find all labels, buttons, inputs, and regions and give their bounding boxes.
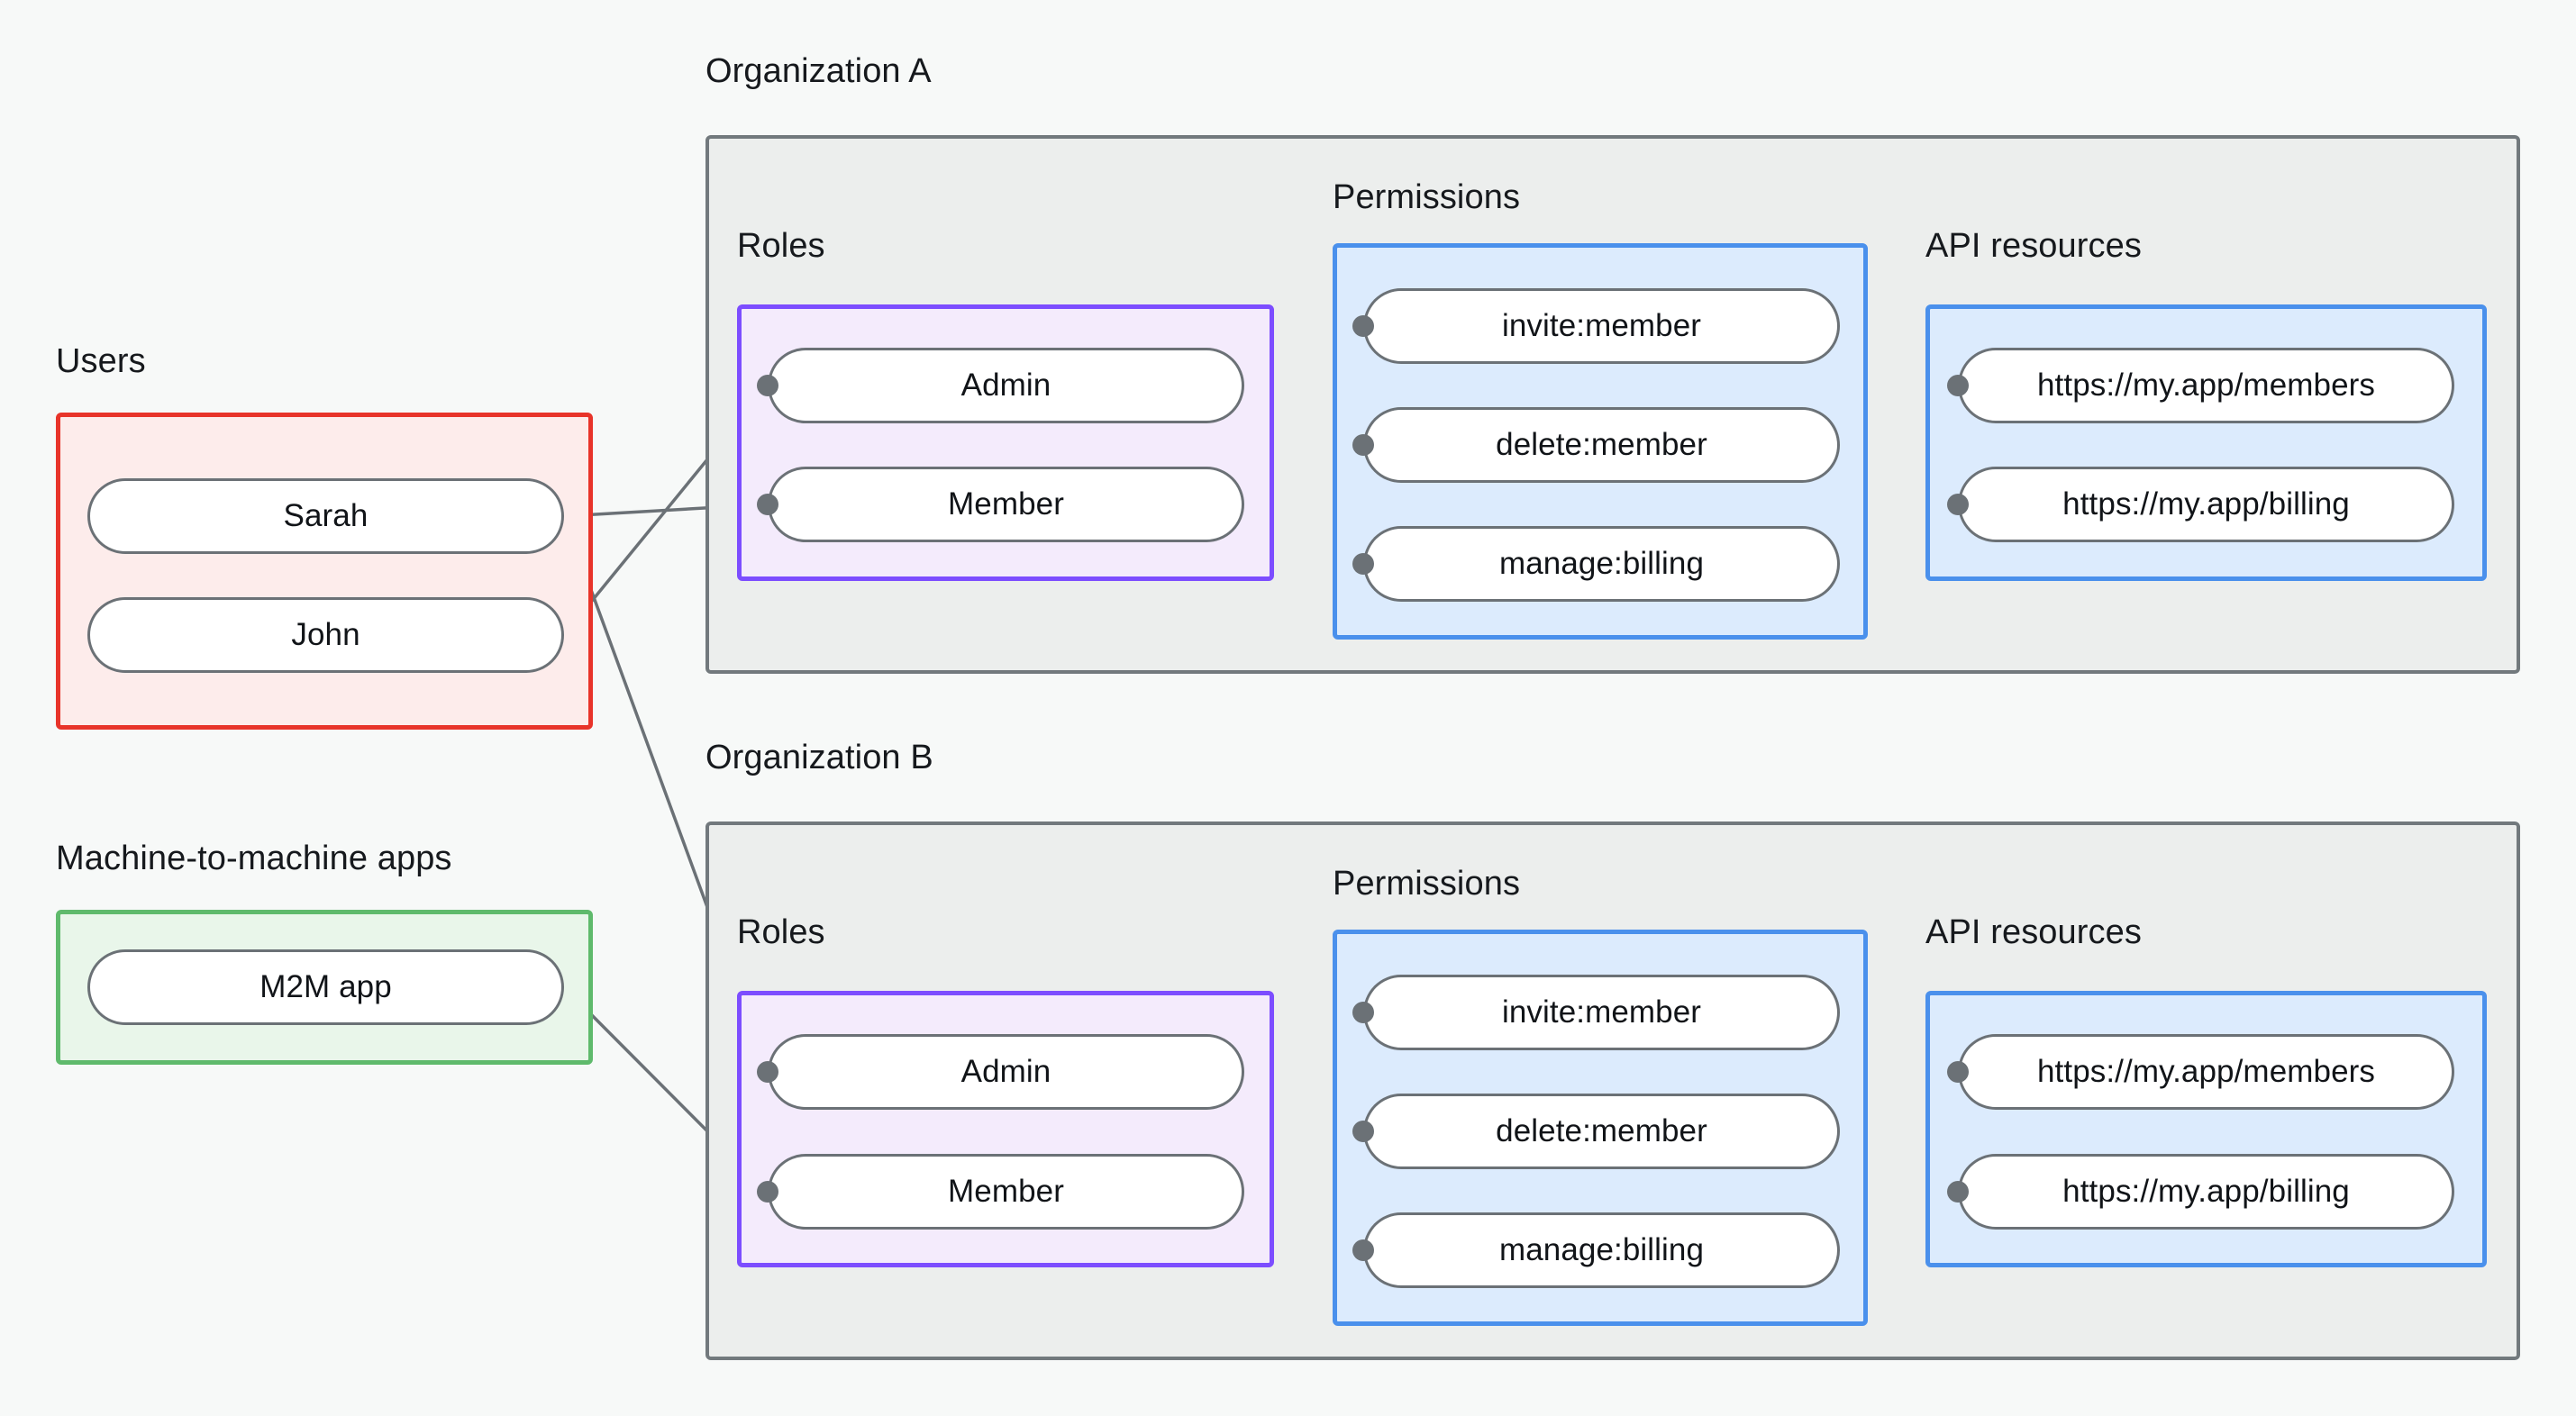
node-label: https://my.app/members: [2036, 1054, 2375, 1089]
node-label: Sarah: [283, 498, 369, 533]
org-a-permissions-title: Permissions: [1333, 178, 1521, 216]
node-label: M2M app: [259, 969, 392, 1004]
node-org-a-role-admin[interactable]: Admin: [768, 348, 1244, 423]
org-b-title: Organization B: [705, 739, 933, 776]
node-label: Member: [948, 486, 1064, 522]
node-label: Member: [948, 1174, 1064, 1209]
node-label: delete:member: [1496, 1113, 1707, 1148]
node-label: Admin: [960, 1054, 1051, 1089]
org-a-title: Organization A: [705, 52, 932, 90]
node-org-b-role-admin[interactable]: Admin: [768, 1034, 1244, 1110]
endpoint-dot-org-a-res-members: [1947, 375, 1969, 396]
node-org-a-permission-delete-member[interactable]: delete:member: [1363, 407, 1840, 483]
node-label: Admin: [960, 368, 1051, 403]
endpoint-dot-org-a-delete: [1352, 434, 1374, 456]
org-b-permissions-title: Permissions: [1333, 865, 1521, 903]
endpoint-dot-org-a-member: [757, 494, 778, 515]
users-title: Users: [56, 342, 146, 380]
node-label: https://my.app/billing: [2062, 1174, 2350, 1209]
endpoint-dot-org-b-admin: [757, 1061, 778, 1083]
org-a-roles-title: Roles: [737, 227, 825, 265]
endpoint-dot-org-a-res-billing: [1947, 494, 1969, 515]
endpoint-dot-org-b-member: [757, 1181, 778, 1203]
node-org-b-api-billing[interactable]: https://my.app/billing: [1958, 1154, 2454, 1230]
node-org-b-permission-invite-member[interactable]: invite:member: [1363, 975, 1840, 1050]
endpoint-dot-org-b-res-members: [1947, 1061, 1969, 1083]
users-container: [56, 413, 593, 730]
node-label: delete:member: [1496, 427, 1707, 462]
node-org-a-api-members[interactable]: https://my.app/members: [1958, 348, 2454, 423]
node-label: manage:billing: [1498, 546, 1705, 581]
endpoint-dot-org-b-billing: [1352, 1239, 1374, 1261]
node-label: John: [291, 617, 360, 652]
m2m-title: Machine-to-machine apps: [56, 840, 452, 877]
endpoint-dot-org-b-res-billing: [1947, 1181, 1969, 1203]
endpoint-dot-org-a-admin: [757, 375, 778, 396]
node-user-john[interactable]: John: [87, 597, 564, 673]
node-org-a-api-billing[interactable]: https://my.app/billing: [1958, 467, 2454, 542]
org-a-api-title: API resources: [1925, 227, 2142, 265]
node-user-sarah[interactable]: Sarah: [87, 478, 564, 554]
endpoint-dot-org-a-billing: [1352, 553, 1374, 575]
node-org-a-permission-manage-billing[interactable]: manage:billing: [1363, 526, 1840, 602]
node-org-a-role-member[interactable]: Member: [768, 467, 1244, 542]
node-m2m-app[interactable]: M2M app: [87, 949, 564, 1025]
node-label: invite:member: [1501, 308, 1702, 343]
node-org-b-role-member[interactable]: Member: [768, 1154, 1244, 1230]
node-org-b-api-members[interactable]: https://my.app/members: [1958, 1034, 2454, 1110]
org-b-roles-title: Roles: [737, 913, 825, 951]
node-label: invite:member: [1501, 994, 1702, 1030]
node-label: https://my.app/billing: [2062, 486, 2350, 522]
endpoint-dot-org-b-delete: [1352, 1121, 1374, 1142]
endpoint-dot-org-b-invite: [1352, 1002, 1374, 1023]
org-b-api-title: API resources: [1925, 913, 2142, 951]
node-org-b-permission-manage-billing[interactable]: manage:billing: [1363, 1212, 1840, 1288]
node-label: manage:billing: [1498, 1232, 1705, 1267]
node-org-a-permission-invite-member[interactable]: invite:member: [1363, 288, 1840, 364]
endpoint-dot-org-a-invite: [1352, 315, 1374, 337]
node-org-b-permission-delete-member[interactable]: delete:member: [1363, 1094, 1840, 1169]
node-label: https://my.app/members: [2036, 368, 2375, 403]
